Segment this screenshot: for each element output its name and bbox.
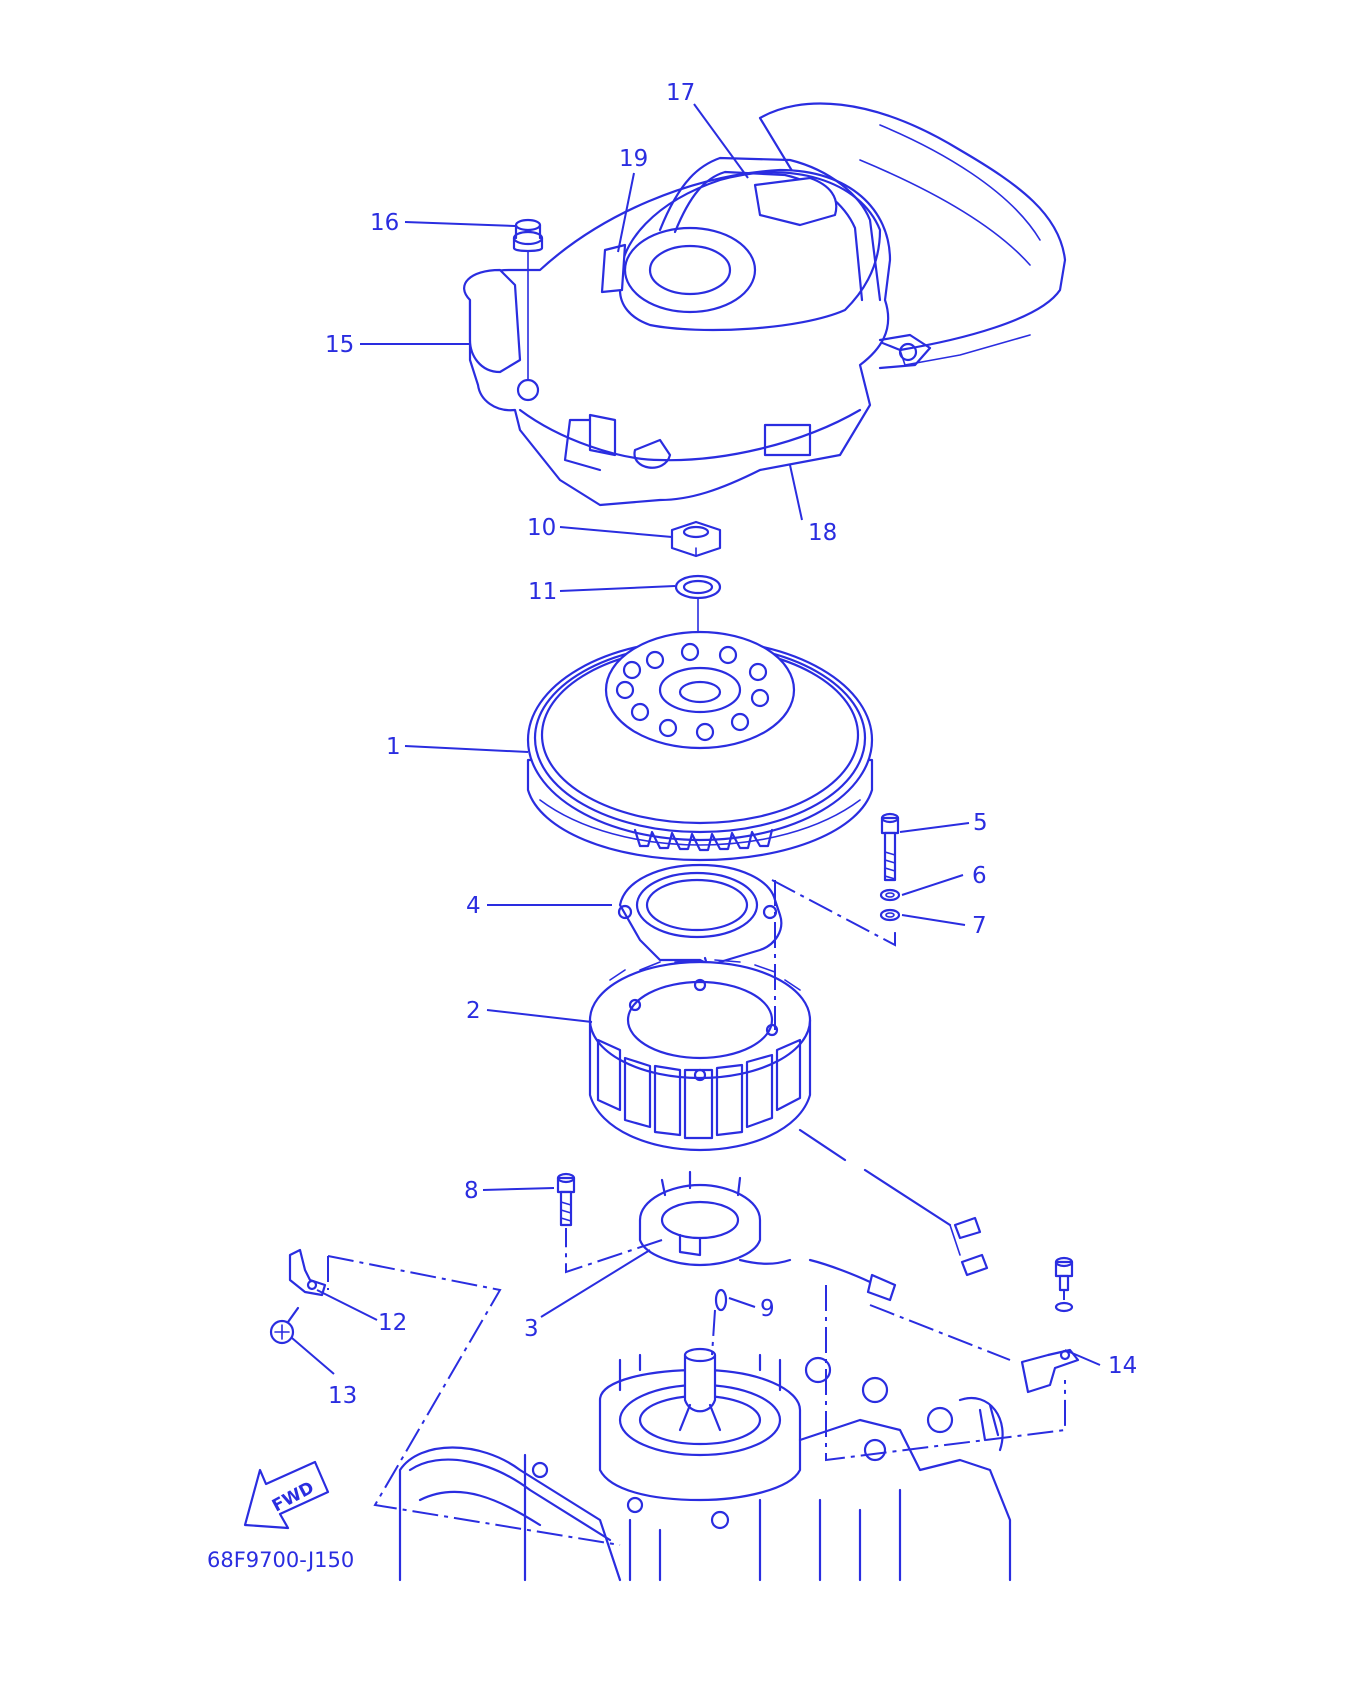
callout-10: 10 [527, 515, 556, 541]
callout-8: 8 [464, 1178, 479, 1204]
washer-7 [879, 908, 901, 922]
callout-12: 12 [378, 1310, 407, 1336]
callout-14: 14 [1108, 1353, 1137, 1379]
screw-13 [269, 1306, 300, 1345]
callout-6: 6 [972, 863, 987, 889]
callout-7: 7 [972, 913, 987, 939]
bolt-8 [556, 1172, 576, 1227]
callout-2: 2 [466, 998, 481, 1024]
flywheel-1 [526, 630, 874, 862]
callout-17: 17 [666, 80, 695, 106]
callout-13: 13 [328, 1383, 357, 1409]
callout-1: 1 [386, 734, 401, 760]
diagram-code: 68F9700-J150 [207, 1548, 354, 1572]
callout-3: 3 [524, 1316, 539, 1342]
callout-9: 9 [760, 1296, 775, 1322]
callout-5: 5 [973, 810, 988, 836]
stator-2 [588, 959, 989, 1277]
callout-16: 16 [370, 210, 399, 236]
bolt-5 [880, 812, 900, 882]
callout-11: 11 [528, 579, 557, 605]
woodruff-key-9 [714, 1288, 728, 1312]
callout-labels: 17 19 16 15 18 10 11 1 5 6 7 4 2 8 3 9 1… [325, 80, 1137, 1409]
leader-lines [291, 103, 1101, 1375]
base-plate-4 [617, 863, 783, 970]
callout-18: 18 [808, 520, 837, 546]
nut-10 [670, 520, 722, 558]
clamp-14 [1020, 1256, 1080, 1394]
fwd-arrow-icon: FWD [243, 1460, 330, 1530]
washer-6 [879, 888, 901, 902]
clamp-12 [288, 1248, 327, 1297]
pulser-coil-3 [638, 1170, 897, 1302]
alignment-lines [327, 879, 1066, 1546]
flywheel-cover [463, 102, 1067, 507]
callout-19: 19 [619, 146, 648, 172]
powerhead [398, 1347, 1012, 1582]
grommet-16 [512, 218, 544, 381]
callout-15: 15 [325, 332, 354, 358]
callout-4: 4 [466, 893, 481, 919]
